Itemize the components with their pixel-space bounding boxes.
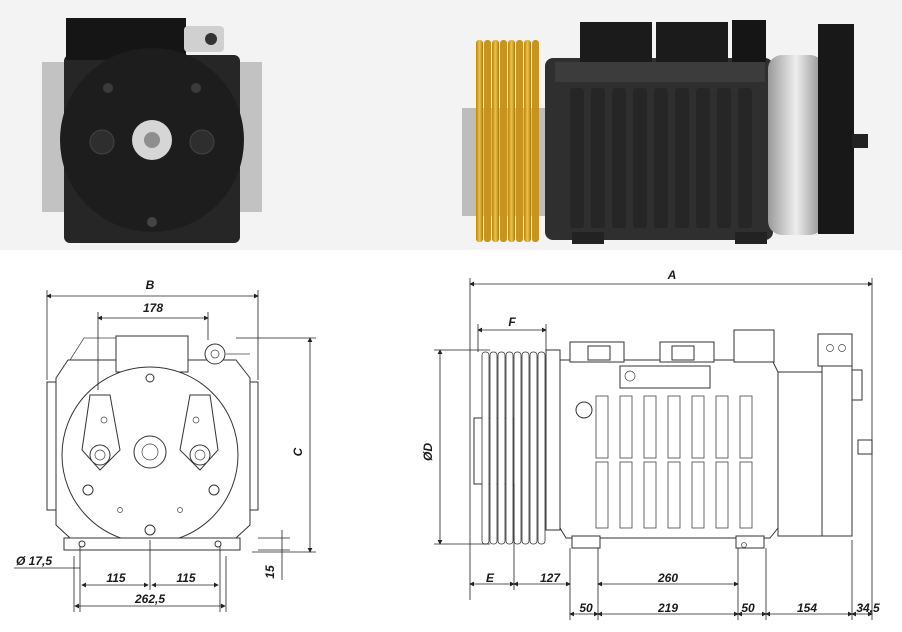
photo-sheave-groove	[532, 40, 539, 242]
side-traction-sheave	[481, 351, 546, 545]
dim-label-115-right: 115	[176, 571, 195, 585]
photo-encoder	[184, 26, 224, 52]
photo-sheave-groove	[492, 40, 499, 242]
side-dimension-labels: A F ØD E 127 260 50 219 50 154 34,5	[421, 268, 880, 615]
side-foot-left	[571, 535, 601, 549]
side-cooling-rib-lower	[619, 461, 633, 529]
front-dimension-labels: B 178 C Ø 17,5 115 115 15 262,5	[16, 278, 305, 606]
side-sheave-flange	[545, 349, 561, 531]
dim-label-262-5: 262,5	[134, 592, 165, 606]
side-cooling-rib-upper	[643, 395, 657, 459]
photo-front-view	[42, 18, 262, 243]
photo-sheave-groove	[508, 40, 515, 242]
side-sheave-groove	[537, 351, 546, 545]
dim-label-127: 127	[540, 571, 561, 585]
photo-sheave-groove	[484, 40, 491, 242]
side-cooling-rib-upper	[619, 395, 633, 459]
side-dimensions	[434, 278, 873, 620]
front-encoder	[204, 343, 226, 365]
dim-label-od: ØD	[421, 443, 435, 461]
side-cooling-rib-upper	[595, 395, 609, 459]
dim-label-e: E	[486, 571, 495, 585]
side-cooling-rib-upper	[667, 395, 681, 459]
photo-terminal-box	[732, 20, 766, 62]
dim-label-f: F	[508, 315, 516, 329]
side-sheave-groove	[513, 351, 522, 545]
photo-sheave-groove	[500, 40, 507, 242]
side-cooling-rib-lower	[691, 461, 705, 529]
photo-cooling-fin	[654, 88, 668, 228]
photo-sheave-groove	[516, 40, 523, 242]
side-cooling-rib-upper	[691, 395, 705, 459]
side-sheave-groove	[481, 351, 490, 545]
dim-label-178: 178	[143, 301, 163, 315]
photo-cooling-fin	[570, 88, 584, 228]
dim-label-hole-diameter: Ø 17,5	[16, 554, 52, 568]
dim-label-50-left: 50	[579, 601, 593, 615]
photo-cooling-fins	[570, 88, 752, 228]
photo-cooling-fin	[717, 88, 731, 228]
dim-label-a: A	[667, 268, 677, 282]
photo-brake-unit	[818, 24, 854, 234]
photo-fan-left	[580, 22, 652, 62]
photo-cooling-fin	[696, 88, 710, 228]
drawing-side-view	[473, 329, 873, 549]
photo-cooling-fin	[675, 88, 689, 228]
front-base-plate	[63, 537, 241, 551]
side-sheave-groove	[505, 351, 514, 545]
dim-label-b: B	[146, 278, 155, 292]
drawing-front-view	[46, 335, 259, 551]
side-cooling-rib-lower	[715, 461, 729, 529]
side-brake-unit	[821, 365, 853, 537]
photo-traction-sheave	[476, 40, 539, 242]
side-cooling-rib-lower	[739, 461, 753, 529]
photo-cooling-fin	[612, 88, 626, 228]
dim-label-15: 15	[263, 565, 277, 579]
side-foot-right	[735, 535, 765, 549]
dim-label-260: 260	[657, 571, 678, 585]
side-brake-top	[817, 333, 853, 367]
side-cooling-rib-upper	[739, 395, 753, 459]
front-dimensions	[14, 290, 316, 612]
photo-fan-right	[656, 22, 728, 62]
photo-side-view	[462, 20, 868, 244]
side-sheave-groove	[497, 351, 506, 545]
side-sheave-groove	[489, 351, 498, 545]
photo-cooling-fin	[591, 88, 605, 228]
dim-label-154: 154	[797, 601, 817, 615]
photo-sheave-groove	[476, 40, 483, 242]
side-cooling-rib-lower	[667, 461, 681, 529]
dim-label-34-5: 34,5	[856, 601, 880, 615]
front-brake-box	[115, 335, 189, 373]
dim-label-50-right: 50	[741, 601, 755, 615]
dim-label-c: C	[291, 447, 305, 456]
side-cooling-rib-lower	[643, 461, 657, 529]
side-cooling-ribs	[595, 395, 753, 529]
side-cooling-rib-lower	[595, 461, 609, 529]
front-shaft	[133, 435, 167, 469]
side-cooling-rib-upper	[715, 395, 729, 459]
side-sheave-groove	[521, 351, 530, 545]
side-sheave-groove	[529, 351, 538, 545]
photo-shaft-end	[852, 134, 868, 148]
dim-label-115-left: 115	[106, 571, 125, 585]
side-brake-drum	[777, 371, 823, 537]
side-terminal-box	[733, 329, 775, 363]
photo-brake-drum	[768, 55, 824, 235]
photo-cooling-fin	[633, 88, 647, 228]
dim-label-219: 219	[657, 601, 678, 615]
photo-cooling-fin	[738, 88, 752, 228]
photo-sheave-groove	[524, 40, 531, 242]
side-shaft-end	[857, 439, 873, 455]
side-nameplate	[619, 365, 711, 389]
